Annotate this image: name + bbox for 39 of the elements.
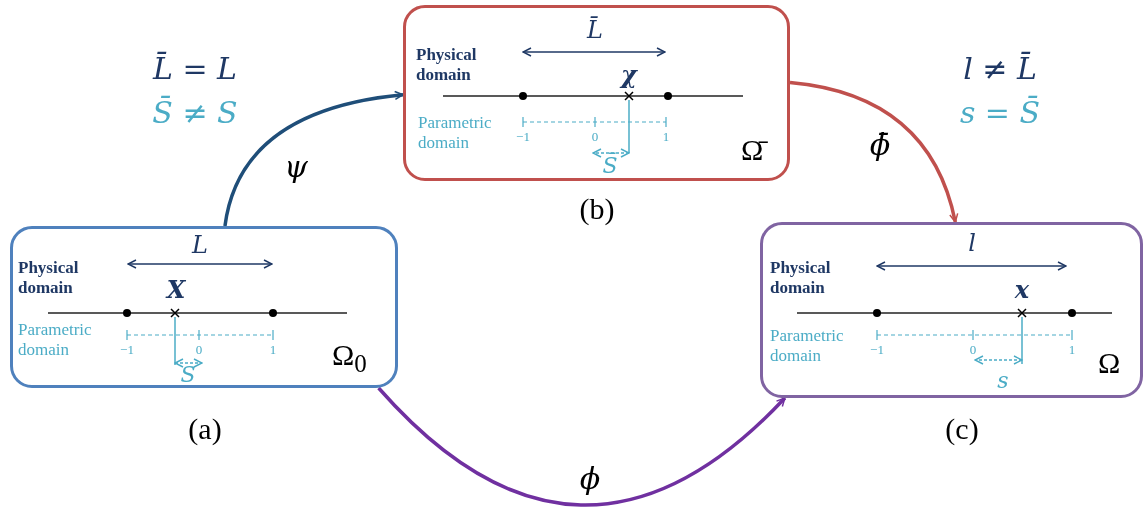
arrow <box>789 80 959 223</box>
length-label: l <box>968 230 976 258</box>
panel-caption: (a) <box>188 412 222 447</box>
point-label: x <box>1014 276 1030 304</box>
axis-title: Physical domain <box>18 258 80 298</box>
equation-label: L̄ = L <box>152 52 238 87</box>
domain-symbol: Ω$_{0}$ <box>332 338 367 379</box>
offset-label: S̄ <box>602 153 618 179</box>
offset-label: S <box>180 362 196 388</box>
equation-label: l ≠ L̄ <box>963 52 1037 87</box>
tick-label: 0 <box>969 343 977 358</box>
equation-label: S̄ ≠ S <box>152 96 238 131</box>
point-label: χ <box>621 61 637 89</box>
offset-label: s <box>997 368 1009 394</box>
tick-label: −1 <box>120 343 134 358</box>
domain-symbol: Ω <box>1098 346 1121 381</box>
axis-title: Physical domain <box>416 45 478 85</box>
domain-panel <box>10 226 398 388</box>
domain-panel <box>403 5 790 181</box>
tick-label: −1 <box>516 130 530 145</box>
panel-caption: (b) <box>579 192 615 227</box>
arrow <box>223 91 404 227</box>
panel-caption: (c) <box>945 412 979 447</box>
tick-label: 1 <box>662 130 670 145</box>
tick-label: 0 <box>591 130 599 145</box>
axis-title: Parametric domain <box>18 320 93 360</box>
axis-title: Parametric domain <box>418 113 493 153</box>
tick-label: 0 <box>195 343 203 358</box>
tick-label: 1 <box>1068 343 1076 358</box>
tick-label: 1 <box>269 343 277 358</box>
arrow <box>377 386 787 507</box>
length-label: L <box>192 232 208 260</box>
length-label: L̄ <box>587 17 603 45</box>
equation-label: s = S̄ <box>959 96 1041 131</box>
axis-title: Parametric domain <box>770 326 845 366</box>
point-label: X <box>166 276 186 304</box>
domain-panel <box>760 222 1143 398</box>
axis-title: Physical domain <box>770 258 832 298</box>
tick-label: −1 <box>870 343 884 358</box>
